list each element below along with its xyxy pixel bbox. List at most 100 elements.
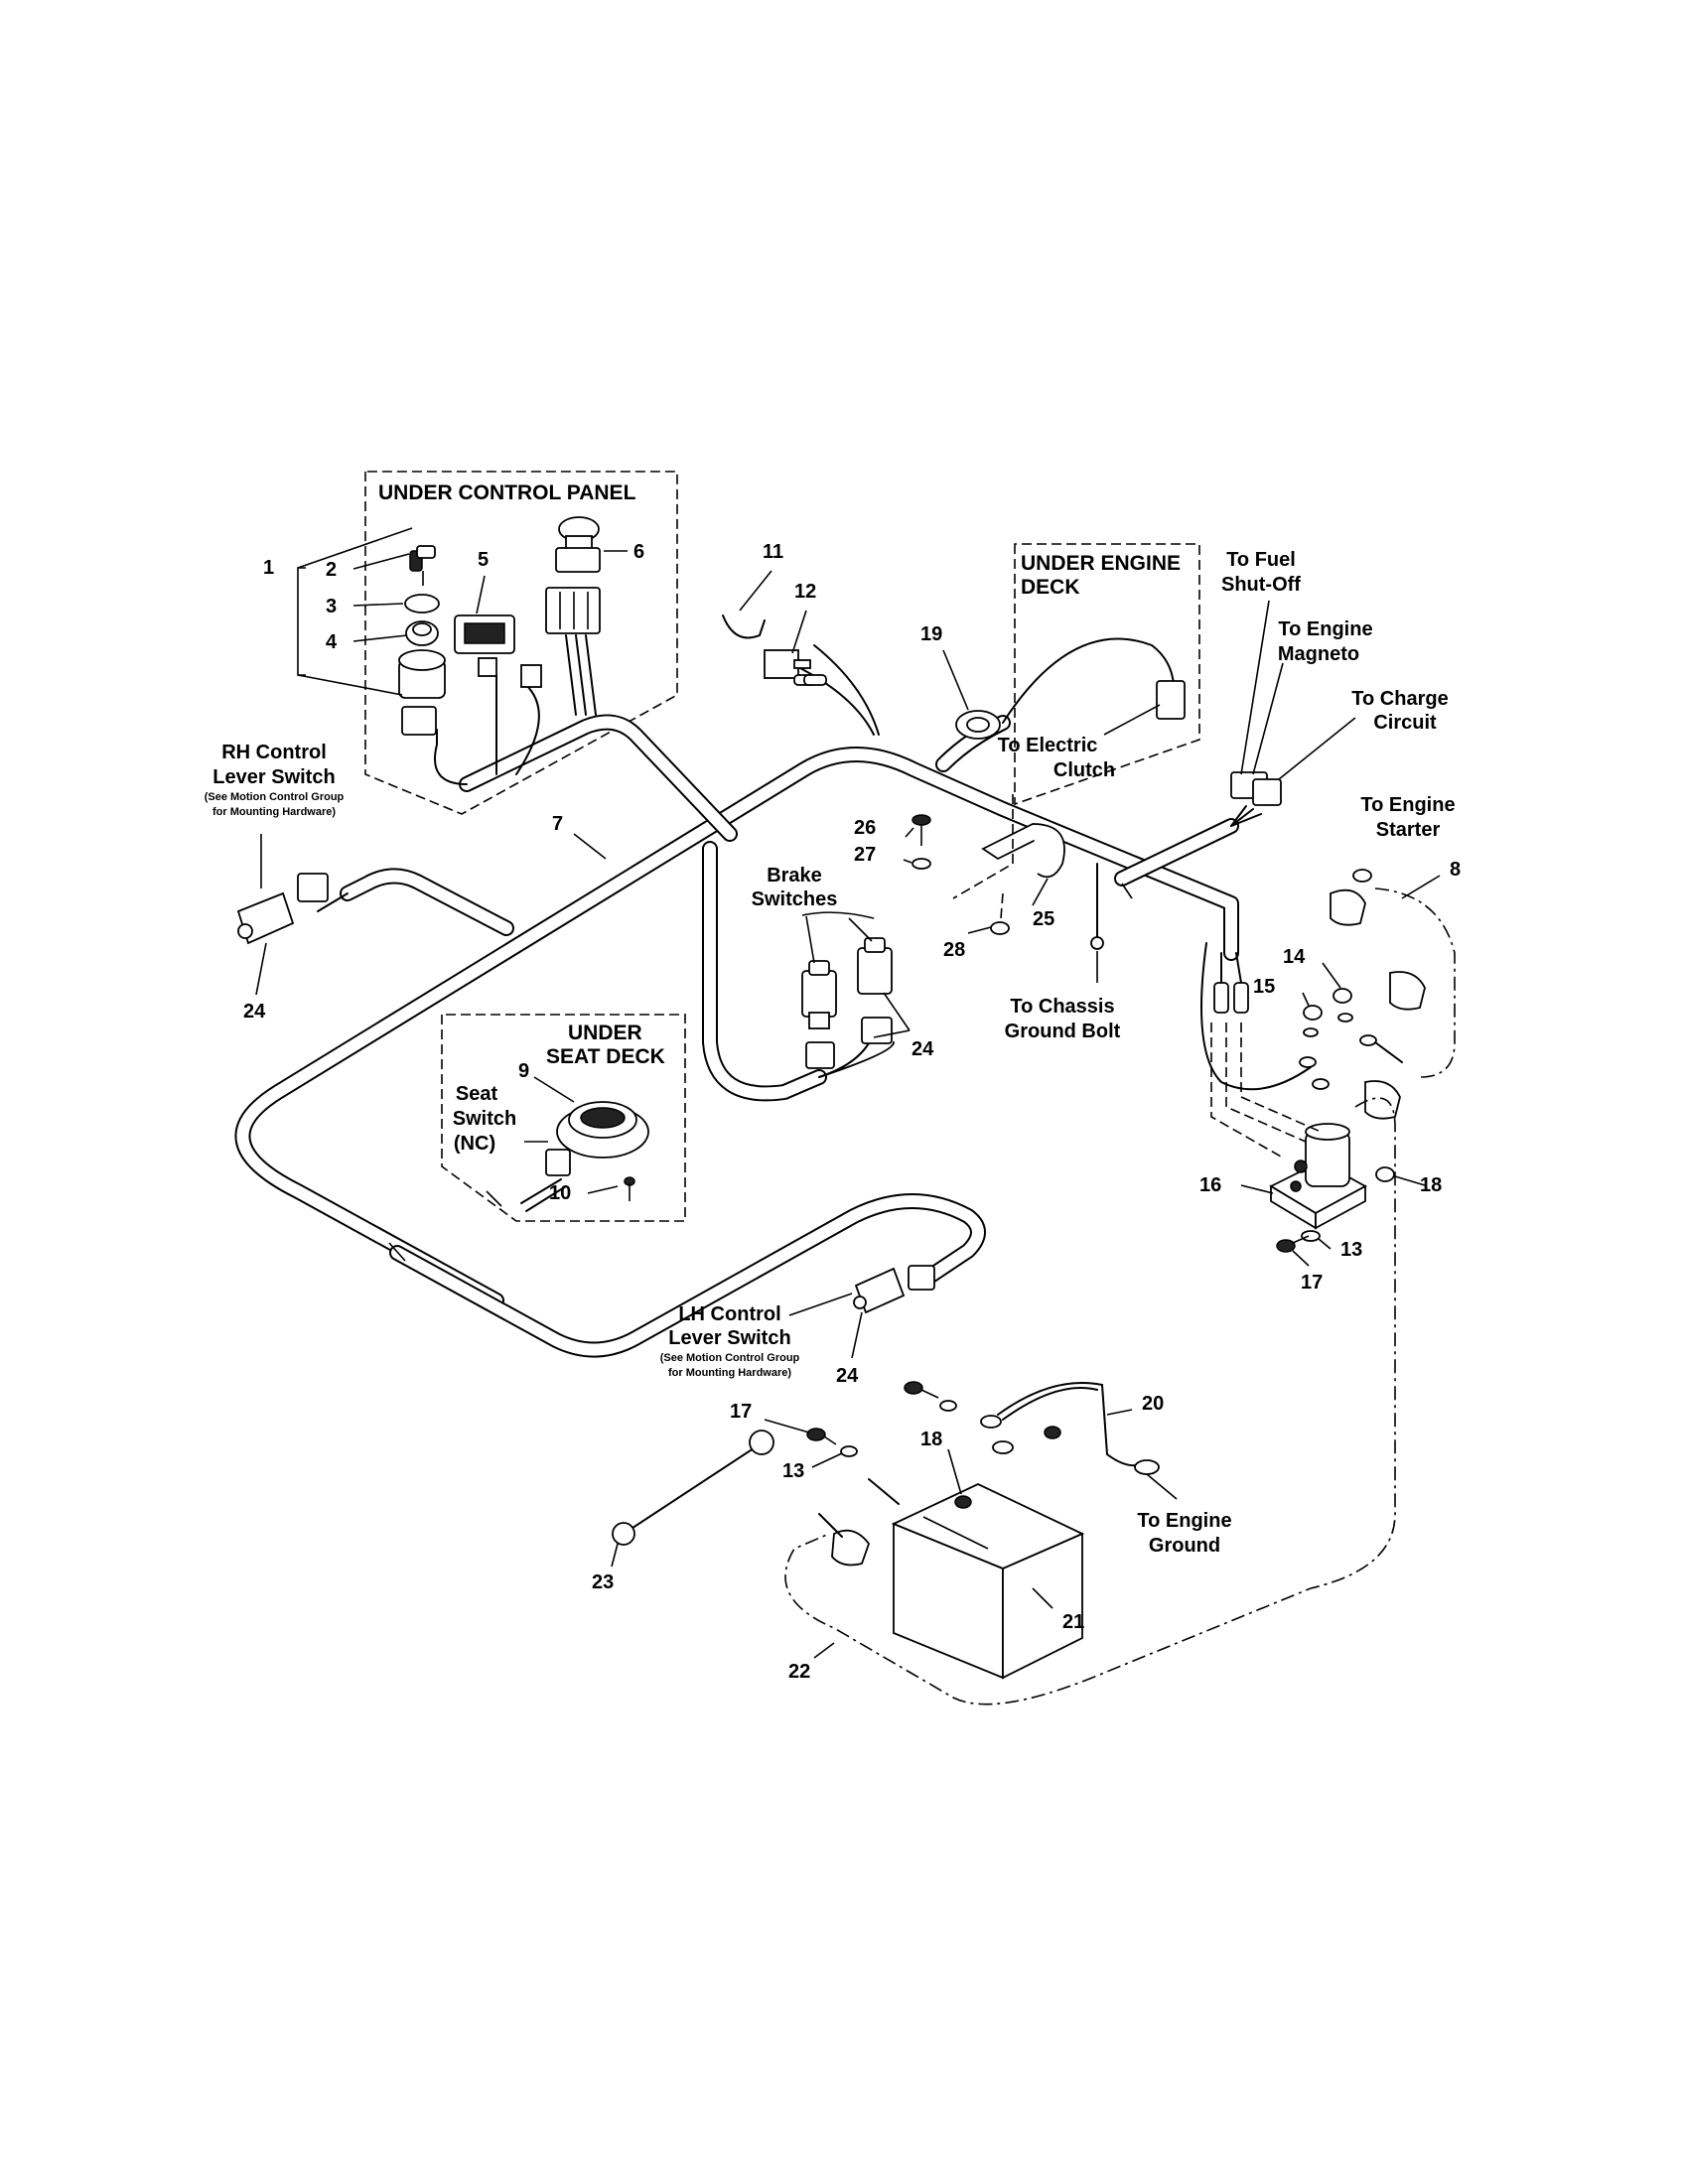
battery-post-icon bbox=[992, 1440, 1014, 1454]
under-engine-deck-title-2: DECK bbox=[1021, 576, 1080, 599]
engine-ground-label-2: Ground bbox=[1149, 1535, 1220, 1557]
seat-switch-icon bbox=[556, 1101, 649, 1159]
callout-12: 12 bbox=[794, 581, 816, 603]
wire-clip-icon bbox=[722, 614, 766, 639]
callout-1: 1 bbox=[263, 557, 274, 579]
charge-circuit-label: To Charge bbox=[1351, 688, 1448, 710]
harness-wires bbox=[317, 634, 1312, 1287]
rh-lever-switch-icon bbox=[236, 873, 329, 945]
callout-19: 19 bbox=[920, 623, 942, 645]
rh-switch-label: RH Control bbox=[221, 742, 327, 763]
nut-14-icon bbox=[1333, 988, 1352, 1004]
fuel-shutoff-label-2: Shut-Off bbox=[1221, 574, 1301, 596]
screw-26-icon bbox=[912, 814, 931, 846]
callout-28: 28 bbox=[943, 939, 965, 961]
callout-7: 7 bbox=[552, 813, 563, 835]
terminal-lead-icon bbox=[1213, 982, 1229, 1014]
callout-17b: 17 bbox=[730, 1401, 752, 1423]
nut-18-solenoid-icon bbox=[1375, 1166, 1395, 1182]
engine-magneto-label: To Engine bbox=[1278, 618, 1372, 640]
nut-top-icon bbox=[1044, 1426, 1061, 1439]
callout-16: 16 bbox=[1199, 1174, 1221, 1196]
harness-lower-loop bbox=[389, 1193, 986, 1358]
under-control-panel-box bbox=[364, 471, 678, 815]
ignition-switch-icon bbox=[398, 649, 446, 699]
ground-cable-terminal-icon bbox=[1134, 1459, 1160, 1475]
electric-clutch-label-2: Clutch bbox=[1053, 759, 1115, 781]
under-engine-deck-box bbox=[1014, 543, 1200, 806]
ignition-nut-icon bbox=[404, 594, 440, 614]
under-seat-deck-box bbox=[441, 1014, 686, 1222]
mushroom-switch-icon bbox=[555, 516, 601, 573]
callout-20: 20 bbox=[1142, 1393, 1164, 1415]
terminal-lead-icon-2 bbox=[1233, 982, 1249, 1014]
starter-cable-icon bbox=[1330, 869, 1426, 1120]
nut-28-icon bbox=[990, 921, 1010, 935]
callout-9: 9 bbox=[518, 1060, 529, 1082]
callout-8: 8 bbox=[1450, 859, 1461, 881]
callout-17a: 17 bbox=[1301, 1272, 1323, 1294]
bolt-17-battery-icon bbox=[806, 1428, 837, 1445]
brake-connector-icon bbox=[805, 1041, 835, 1069]
callout-13a: 13 bbox=[1340, 1239, 1362, 1261]
multi-pin-connector-icon bbox=[545, 587, 601, 634]
callout-26: 26 bbox=[854, 817, 876, 839]
engine-connector-block-icon bbox=[1230, 771, 1282, 806]
washer-13-battery-icon bbox=[840, 1445, 858, 1457]
callout-24a: 24 bbox=[243, 1001, 266, 1023]
battery-ground-cable-icon bbox=[997, 1382, 1143, 1467]
brake-connector-icon-2 bbox=[861, 1017, 893, 1044]
harness-connector-stub bbox=[1114, 818, 1239, 887]
under-seat-deck-title-2: SEAT DECK bbox=[546, 1045, 665, 1068]
ignition-key-icon bbox=[409, 545, 436, 586]
callout-6: 6 bbox=[633, 541, 644, 563]
pto-switch-icon bbox=[454, 614, 515, 677]
callout-22: 22 bbox=[788, 1661, 810, 1683]
harness-control-panel-branch bbox=[459, 714, 738, 842]
fuel-shutoff-label: To Fuel bbox=[1226, 549, 1296, 571]
callout-3: 3 bbox=[326, 596, 337, 617]
lh-lever-switch-icon bbox=[853, 1265, 935, 1314]
harness-rh-branch bbox=[340, 868, 514, 936]
callout-21: 21 bbox=[1062, 1611, 1084, 1633]
leader-lines bbox=[255, 527, 1441, 1659]
bolt-top-icon bbox=[904, 1381, 939, 1399]
bolt-17-solenoid-icon bbox=[1276, 1235, 1310, 1253]
battery-terminal-nut-icon bbox=[954, 1495, 972, 1509]
under-seat-deck-title: UNDER bbox=[568, 1022, 642, 1044]
seat-switch-label: Seat bbox=[456, 1083, 498, 1105]
switch-12-icon bbox=[764, 649, 827, 686]
under-engine-deck-title: UNDER ENGINE bbox=[1021, 552, 1181, 575]
cable-tie-icon bbox=[612, 1430, 774, 1546]
callout-5: 5 bbox=[478, 549, 489, 571]
callout-15: 15 bbox=[1253, 976, 1275, 998]
ignition-connector-icon bbox=[401, 706, 437, 736]
small-connector-icon bbox=[520, 664, 542, 688]
lockwasher-14-icon bbox=[1337, 1013, 1353, 1023]
chassis-ground-label-2: Ground Bolt bbox=[1005, 1021, 1121, 1042]
lh-switch-label-2: Lever Switch bbox=[668, 1327, 790, 1349]
callout-18b: 18 bbox=[920, 1429, 942, 1450]
battery-icon bbox=[891, 1483, 1085, 1680]
callout-25: 25 bbox=[1033, 908, 1054, 930]
battery-cable-path bbox=[784, 1097, 1396, 1706]
callout-23: 23 bbox=[592, 1571, 614, 1593]
engine-magneto-label-2: Magneto bbox=[1278, 643, 1359, 665]
callout-18a: 18 bbox=[1420, 1174, 1442, 1196]
ignition-bezel-icon bbox=[405, 620, 439, 646]
engine-ground-label: To Engine bbox=[1137, 1510, 1231, 1532]
grommet-icon bbox=[955, 710, 1001, 740]
positive-cable-end-icon bbox=[868, 1478, 900, 1505]
brake-switch-icon-2 bbox=[857, 937, 893, 995]
starter-solenoid-icon bbox=[1269, 1123, 1367, 1230]
washer-15-icon bbox=[1303, 1027, 1319, 1037]
ground-terminal-icon bbox=[1299, 1056, 1317, 1068]
under-control-panel-title: UNDER CONTROL PANEL bbox=[378, 481, 636, 504]
chassis-ground-terminal-icon bbox=[1090, 936, 1104, 950]
harness-main-loop bbox=[234, 747, 1239, 1308]
ground-cable-terminal-icon-2 bbox=[980, 1415, 1002, 1429]
callout-4: 4 bbox=[326, 631, 338, 653]
chassis-ground-label: To Chassis bbox=[1010, 996, 1114, 1018]
washer-13-solenoid-icon bbox=[1301, 1230, 1321, 1242]
